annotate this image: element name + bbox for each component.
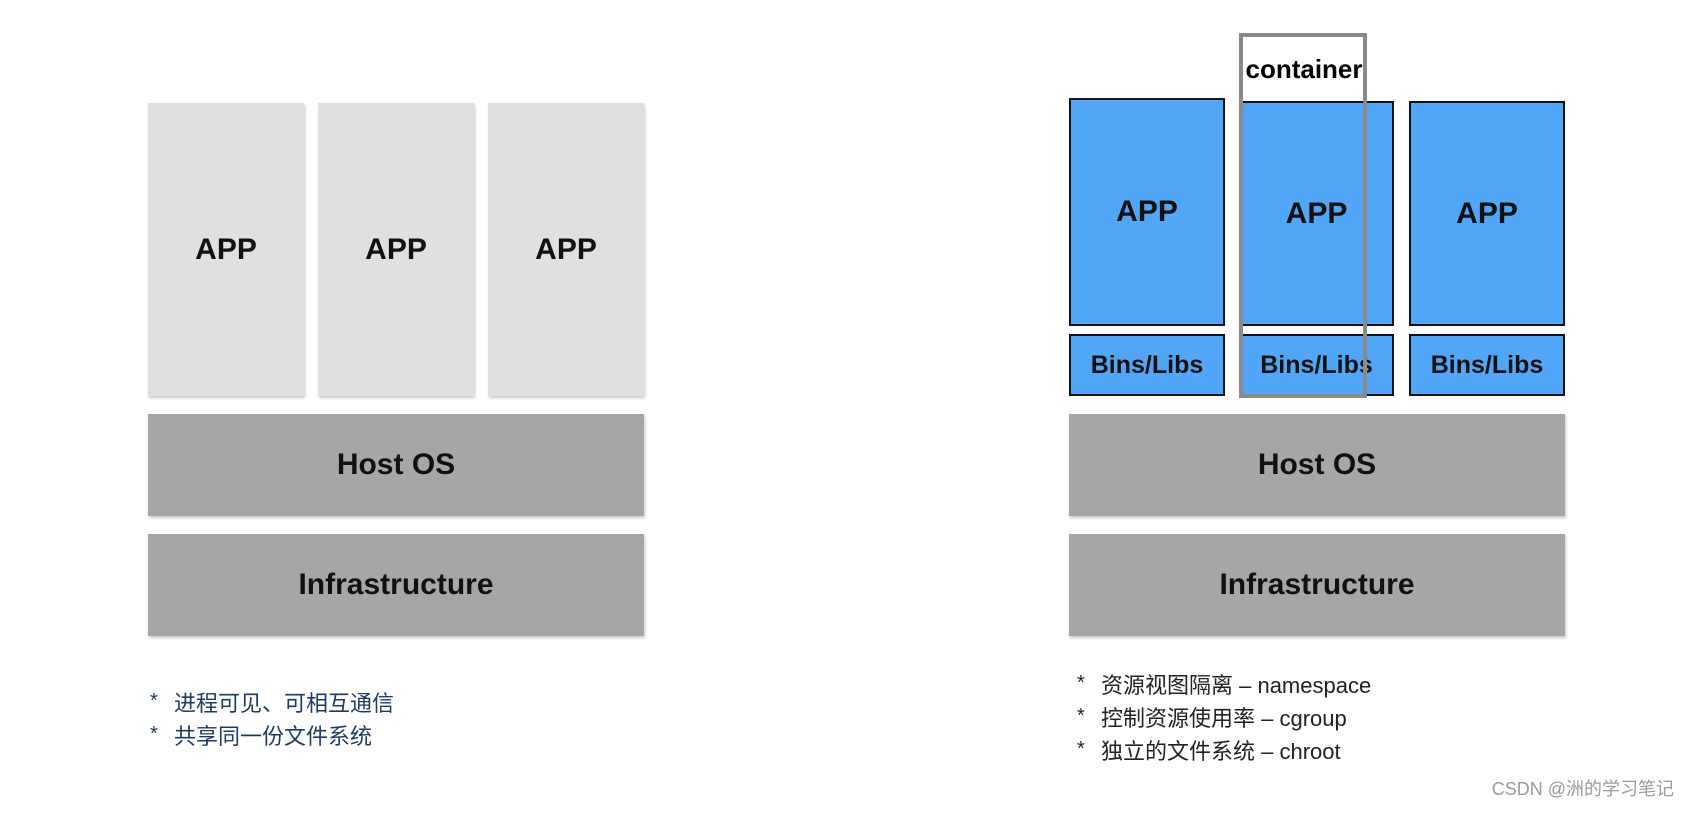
right-notes: * 资源视图隔离 – namespace * 控制资源使用率 – cgroup … xyxy=(1077,667,1371,766)
bullet-icon: * xyxy=(1077,672,1085,694)
bullet-icon: * xyxy=(150,690,158,712)
left-notes: * 进程可见、可相互通信 * 共享同一份文件系统 xyxy=(150,685,394,751)
right-note-item: * 独立的文件系统 – chroot xyxy=(1077,733,1371,766)
right-note-text: 资源视图隔离 – namespace xyxy=(1101,672,1372,698)
right-app-1: APP xyxy=(1069,98,1225,326)
left-host-os: Host OS xyxy=(148,414,644,516)
container-label: container xyxy=(1245,53,1363,84)
right-note-text: 控制资源使用率 – cgroup xyxy=(1101,705,1347,731)
right-bins-libs-2: Bins/Libs xyxy=(1239,334,1394,396)
left-note-text: 进程可见、可相互通信 xyxy=(174,690,395,716)
left-note-text: 共享同一份文件系统 xyxy=(174,723,373,749)
right-bins-libs-3: Bins/Libs xyxy=(1409,334,1565,396)
right-note-text: 独立的文件系统 – chroot xyxy=(1101,738,1341,764)
right-app-3: APP xyxy=(1409,101,1565,326)
bullet-icon: * xyxy=(150,723,158,745)
watermark: CSDN @洲的学习笔记 xyxy=(1491,779,1674,799)
bullet-icon: * xyxy=(1077,738,1085,760)
left-note-item: * 共享同一份文件系统 xyxy=(150,718,394,751)
left-infrastructure: Infrastructure xyxy=(148,534,644,636)
right-host-os: Host OS xyxy=(1069,414,1565,516)
left-note-item: * 进程可见、可相互通信 xyxy=(150,685,394,718)
right-note-item: * 资源视图隔离 – namespace xyxy=(1077,667,1371,700)
right-infrastructure: Infrastructure xyxy=(1069,534,1565,636)
bullet-icon: * xyxy=(1077,705,1085,727)
left-app-3: APP xyxy=(488,103,644,396)
right-note-item: * 控制资源使用率 – cgroup xyxy=(1077,700,1371,733)
right-bins-libs-1: Bins/Libs xyxy=(1069,334,1225,396)
left-app-2: APP xyxy=(318,103,474,396)
right-app-2: APP xyxy=(1239,101,1394,326)
left-app-1: APP xyxy=(148,103,304,396)
